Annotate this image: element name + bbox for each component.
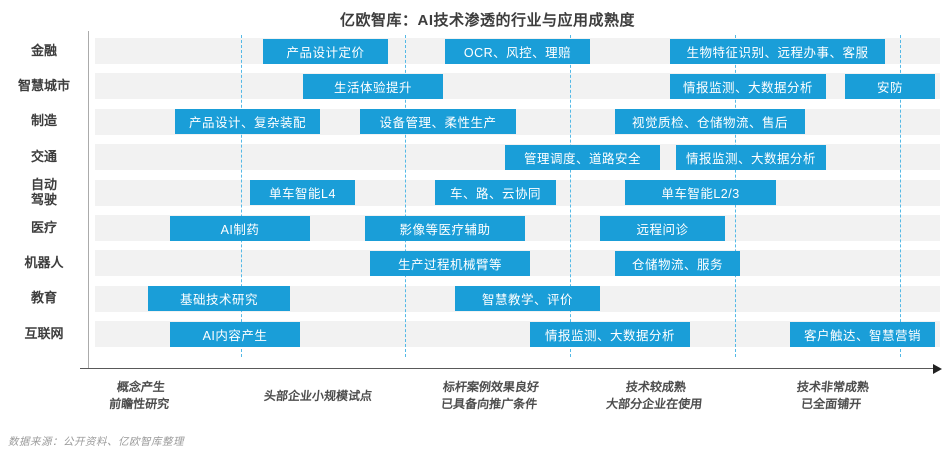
stage-label: 标杆案例效果良好已具备向推广条件 bbox=[440, 380, 540, 411]
stage-divider-dashed-line bbox=[241, 35, 242, 357]
chart-box: AI制药 bbox=[170, 215, 310, 241]
row-label: 智慧城市 bbox=[17, 77, 70, 93]
row-label: 教育 bbox=[30, 290, 57, 306]
chart-box: 车、路、云协同 bbox=[435, 180, 556, 206]
chart-box: 产品设计、复杂装配 bbox=[175, 109, 320, 135]
chart-box: OCR、风控、理赔 bbox=[445, 38, 590, 64]
stage-divider-dashed-line bbox=[900, 35, 901, 357]
chart-box: 生产过程机械臂等 bbox=[370, 250, 530, 276]
chart-box: 情报监测、大数据分析 bbox=[530, 321, 690, 347]
row-label: 制造 bbox=[30, 113, 57, 129]
stage-divider-dashed-line bbox=[405, 35, 406, 357]
y-axis-line bbox=[88, 31, 89, 368]
x-axis-line bbox=[80, 368, 936, 369]
chart-box: 情报监测、大数据分析 bbox=[670, 73, 826, 99]
chart-box: 智慧教学、评价 bbox=[455, 286, 600, 312]
chart-box: 产品设计定价 bbox=[263, 38, 388, 64]
chart-box: 影像等医疗辅助 bbox=[365, 215, 525, 241]
chart-box: 仓储物流、服务 bbox=[615, 250, 740, 276]
x-axis-arrowhead-icon bbox=[933, 363, 942, 374]
chart-box: 生物特征识别、远程办事、客服 bbox=[670, 38, 885, 64]
stage-label: 技术非常成熟已全面铺开 bbox=[796, 380, 870, 411]
chart-box: 客户触达、智慧营销 bbox=[790, 321, 935, 347]
stage-label: 概念产生前瞻性研究 bbox=[108, 380, 170, 411]
chart-box: 单车智能L4 bbox=[250, 180, 355, 206]
chart-box: 生活体验提升 bbox=[303, 73, 443, 99]
row-label: 互联网 bbox=[24, 325, 64, 341]
chart-box: 设备管理、柔性生产 bbox=[360, 109, 516, 135]
row-label: 医疗 bbox=[30, 219, 57, 235]
row-label: 交通 bbox=[30, 148, 57, 164]
chart-box: 单车智能L2/3 bbox=[625, 180, 776, 206]
chart-title: 亿欧智库：AI技术渗透的行业与应用成熟度 bbox=[339, 12, 635, 29]
row-label: 金融 bbox=[30, 42, 57, 58]
chart-box: 远程问诊 bbox=[600, 215, 725, 241]
source-note: 数据来源：公开资料、亿欧智库整理 bbox=[8, 436, 184, 448]
row-label: 自动驾驶 bbox=[30, 176, 57, 207]
stage-divider-dashed-line bbox=[570, 35, 571, 357]
chart-box: 视觉质检、仓储物流、售后 bbox=[615, 109, 805, 135]
chart-box: 基础技术研究 bbox=[148, 286, 290, 312]
stage-label: 头部企业小规模试点 bbox=[263, 389, 373, 403]
chart-box: 管理调度、道路安全 bbox=[505, 144, 660, 170]
row-label: 机器人 bbox=[24, 254, 64, 270]
chart-box: 情报监测、大数据分析 bbox=[676, 144, 826, 170]
chart-box: AI内容产生 bbox=[170, 321, 300, 347]
chart-box: 安防 bbox=[845, 73, 935, 99]
stage-label: 技术较成熟大部分企业在使用 bbox=[605, 380, 703, 411]
